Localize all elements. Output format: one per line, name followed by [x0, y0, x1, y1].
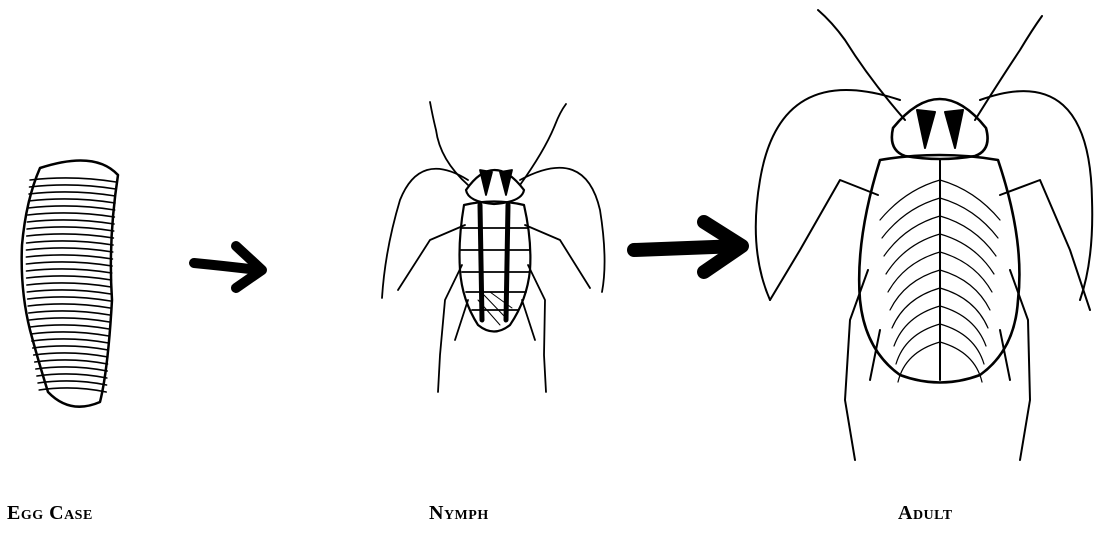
nymph-label: Nymph	[429, 502, 489, 525]
adult-label: Adult	[898, 502, 953, 525]
right-arrow-icon	[194, 246, 262, 288]
right-arrow-icon	[634, 222, 742, 272]
adult-drawing	[756, 10, 1092, 460]
nymph-drawing	[382, 102, 605, 392]
egg-case-label: Egg Case	[7, 502, 93, 525]
egg-case-drawing	[22, 160, 118, 406]
